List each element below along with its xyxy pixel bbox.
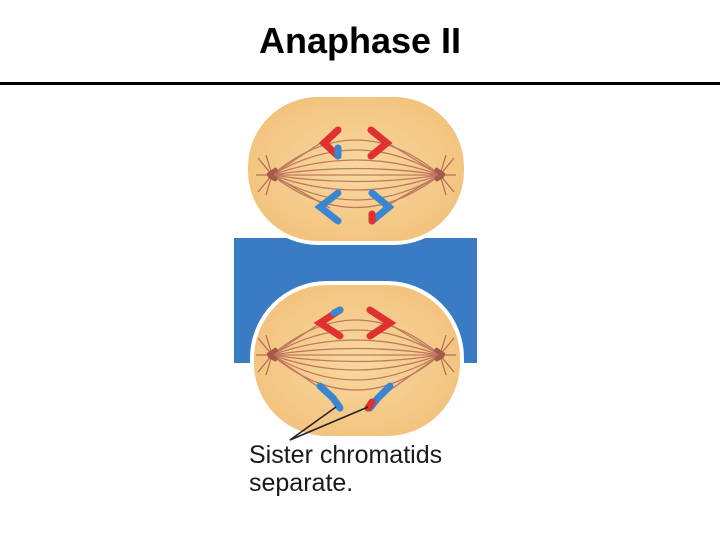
bottom-cell-body (250, 281, 464, 440)
top-cell-centrosomes (266, 167, 446, 182)
chromatid-blue-right (368, 189, 395, 225)
bottom-cell-centrosomes (266, 347, 446, 362)
chromatid-red-right (366, 306, 397, 340)
chromatid-blue-left (316, 382, 344, 412)
caption: Sister chromatids separate. (249, 441, 442, 497)
caption-pointer-lines (289, 406, 369, 441)
top-cell (244, 93, 468, 245)
chromatid-red-right (367, 126, 393, 160)
chromatid-red-left (318, 126, 342, 160)
caption-line-2: separate. (249, 469, 354, 497)
title-rule (0, 82, 720, 85)
chromatid-blue-left (314, 189, 342, 225)
slide-title: Anaphase II (258, 20, 462, 61)
top-cell-spindle-fibers (271, 139, 441, 209)
top-cell-chromatids (314, 126, 395, 225)
caption-line-1: Sister chromatids (249, 441, 443, 469)
bottom-cell (250, 281, 464, 440)
bottom-cell-chromatids (313, 306, 397, 412)
